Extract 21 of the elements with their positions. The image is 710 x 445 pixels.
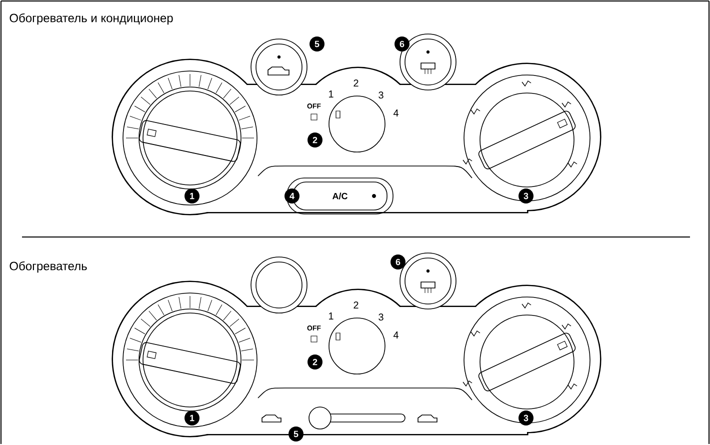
callout-number: 4 — [284, 188, 300, 204]
callout-number: 1 — [184, 188, 200, 204]
callout-number: 2 — [308, 354, 322, 370]
dial-number: 4 — [393, 332, 398, 338]
panel-heading: Обогреватель и кондиционер — [10, 13, 173, 25]
dial-number: 1 — [329, 90, 334, 98]
panel-heading: Обогреватель — [10, 261, 87, 273]
dial-number: 3 — [378, 91, 384, 99]
callout-number: 6 — [394, 36, 410, 52]
dial-number: 3 — [378, 313, 384, 321]
dial-number: 2 — [354, 302, 358, 308]
callout-number: 6 — [390, 254, 406, 270]
dial-number: 4 — [393, 110, 398, 116]
dial-number: 2 — [354, 80, 358, 86]
callout-number: 5 — [310, 36, 324, 52]
dial-number: 1 — [329, 312, 334, 320]
callout-number: 2 — [308, 132, 322, 148]
callout-number: 3 — [518, 410, 534, 426]
callout-number: 5 — [288, 426, 304, 442]
callout-number: 3 — [518, 188, 534, 204]
callout-number: 1 — [184, 410, 200, 426]
